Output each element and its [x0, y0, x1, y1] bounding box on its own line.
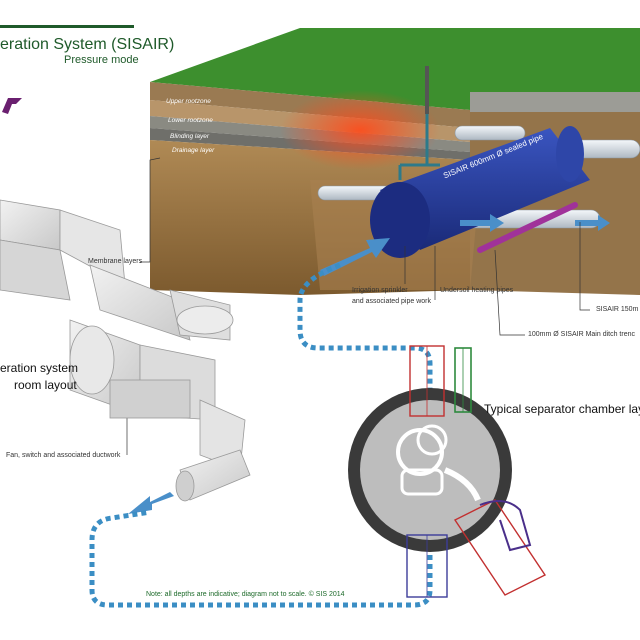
fan-ductwork-label: Fan, switch and associated ductwork [6, 452, 121, 459]
separator-chamber [348, 345, 547, 598]
scale-note: Note: all depths are indicative; diagram… [146, 591, 345, 598]
page-title: eration System (SISAIR) [0, 36, 175, 53]
heating-pipe [477, 202, 578, 253]
exhaust-arrow [128, 492, 174, 514]
leader-lines [126, 157, 590, 455]
red-angled-pipe [453, 499, 547, 596]
gravel-band [470, 92, 640, 112]
plant-room-title-line1: eration system [0, 361, 79, 375]
layer-label-lower-rootzone: Lower rootzone [168, 117, 213, 124]
drain-pipe-mid [454, 125, 526, 141]
main-ditch-label: 100mm Ø SISAIR Main ditch trenc [528, 331, 635, 338]
undersoil-heating-label: Undersoil heating pipes [440, 287, 514, 294]
irrigation-sprinkler [398, 66, 440, 180]
sisair-150-label: SISAIR 150m [596, 306, 639, 313]
plant-room-title-line2: room layout [14, 378, 77, 392]
purple-coupler [479, 500, 532, 552]
layer-label-upper-rootzone: Upper rootzone [166, 98, 211, 105]
brand-logo-mark [2, 98, 22, 114]
membrane-label: Membrane layers [88, 258, 143, 265]
heat-glow [280, 90, 440, 170]
layer-label-drainage: Drainage layer [172, 147, 215, 154]
header-rule [0, 25, 134, 28]
separator-chamber-title: Typical separator chamber layo [484, 402, 640, 416]
turf-surface [150, 28, 640, 110]
irrigation-label-line1: Irrigation sprinkler [352, 287, 408, 294]
layer-label-blinding: Blinding layer [170, 133, 210, 140]
irrigation-label-line2: and associated pipe work [352, 298, 431, 305]
page-subtitle: Pressure mode [64, 54, 139, 66]
soil-block [150, 28, 640, 295]
ductwork [0, 199, 251, 502]
